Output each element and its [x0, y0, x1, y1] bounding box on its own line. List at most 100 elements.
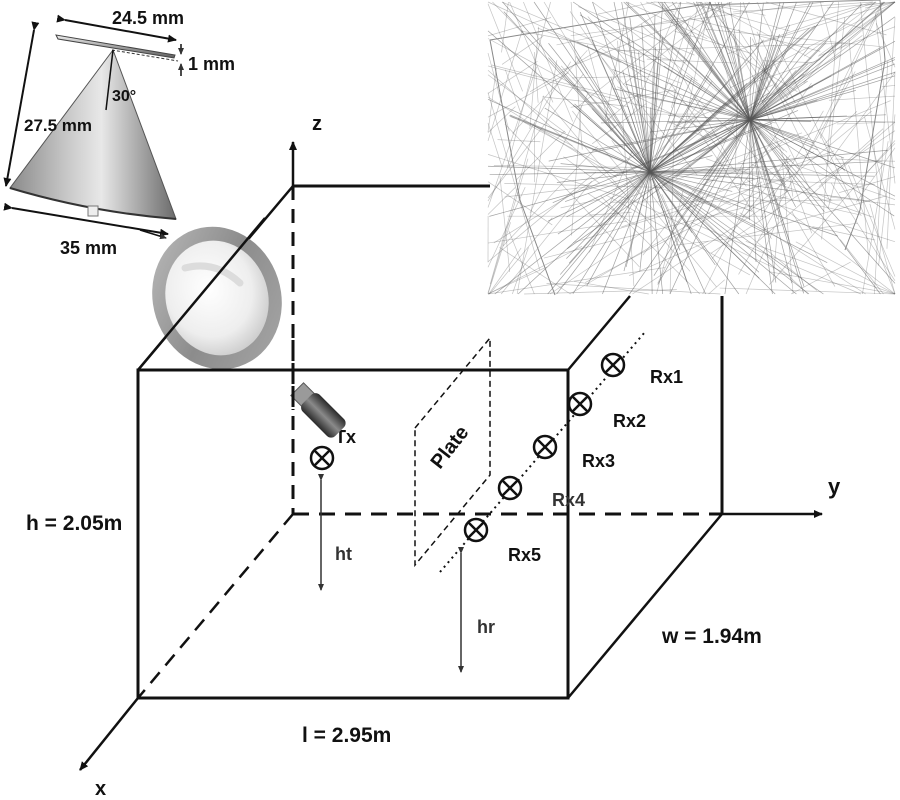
ray-path	[487, 245, 583, 295]
ray-path	[749, 119, 751, 221]
ray-path	[668, 119, 751, 124]
ray-path	[749, 1, 781, 121]
ray-path	[649, 82, 748, 173]
ray-path	[632, 1, 681, 115]
ray-path	[487, 92, 541, 271]
ray-path	[657, 119, 751, 285]
ray-path	[742, 126, 767, 188]
ray-path	[673, 84, 774, 128]
ray-path	[764, 151, 815, 172]
antenna-feed	[87, 205, 99, 217]
ray-path	[487, 165, 651, 173]
ray-path	[765, 1, 887, 36]
ray-path	[749, 63, 896, 121]
ray-path	[749, 119, 793, 284]
ray-path	[649, 39, 764, 173]
ray-path	[819, 132, 846, 172]
ray-path	[828, 95, 896, 101]
ray-path	[487, 122, 503, 167]
ray-path	[585, 191, 761, 283]
ray-path	[693, 1, 751, 121]
ray-path	[489, 171, 651, 175]
ray-path	[533, 1, 651, 173]
ray-path	[783, 67, 811, 102]
ray-path	[702, 167, 745, 185]
ray-path	[669, 89, 676, 295]
ray-path	[623, 58, 753, 188]
ray-path	[669, 82, 747, 187]
ray-path	[749, 60, 769, 121]
ray-path	[737, 100, 891, 164]
ray-path	[586, 44, 612, 133]
ray-path	[834, 158, 896, 162]
ray-path	[602, 57, 698, 176]
receiver-label: Rx1	[650, 367, 683, 387]
ray-path	[604, 1, 630, 121]
ray-path	[556, 15, 692, 46]
ray-path	[487, 65, 676, 116]
ray-path	[720, 49, 738, 114]
ray-path	[720, 1, 751, 121]
ray-path	[759, 110, 824, 219]
magnifying-glass-icon	[137, 217, 346, 438]
ray-path	[629, 119, 751, 295]
ray-path	[749, 119, 778, 220]
ray-path	[548, 171, 651, 222]
ray-path	[649, 171, 688, 283]
ray-path	[557, 171, 651, 235]
ray-path	[649, 171, 797, 295]
receiver-rx2: Rx2	[567, 391, 646, 431]
ray-path	[839, 176, 896, 193]
ray-path	[625, 83, 751, 121]
ray-path	[823, 111, 858, 145]
ray-path	[710, 130, 896, 254]
ray-path	[601, 48, 711, 121]
ray-path	[523, 122, 619, 174]
z-axis-label: z	[312, 113, 322, 135]
ray-path	[859, 1, 880, 197]
ray-path	[546, 283, 721, 295]
ray-path	[714, 175, 785, 181]
ray-path	[587, 16, 628, 63]
ray-path	[749, 1, 896, 121]
receiver-label: Rx3	[582, 451, 615, 471]
ray-path	[487, 266, 547, 295]
receiver-marker-icon	[497, 475, 523, 501]
ray-path	[827, 167, 840, 209]
ray-path	[564, 171, 651, 202]
ray-path	[487, 73, 584, 199]
ray-path	[605, 93, 639, 122]
ray-path	[517, 171, 651, 295]
ray-path	[544, 98, 691, 272]
ray-path	[761, 1, 896, 102]
ray-path	[693, 94, 785, 186]
ray-path	[696, 1, 751, 121]
ray-path	[675, 119, 751, 218]
ray-path	[737, 29, 862, 216]
ray-path	[749, 34, 780, 121]
ray-path	[487, 69, 624, 193]
ray-path	[588, 212, 632, 216]
ray-path	[501, 1, 645, 63]
ray-path	[640, 21, 690, 163]
ray-path	[534, 126, 573, 147]
ray-path	[864, 116, 896, 230]
ray-path	[772, 183, 782, 283]
ray-path	[709, 1, 751, 121]
ray-path	[749, 1, 811, 121]
ray-path	[724, 119, 751, 295]
room-length-label: l = 2.95m	[302, 724, 391, 747]
x-axis-label: x	[95, 778, 106, 800]
receiver-marker-icon	[532, 434, 558, 460]
ray-path	[579, 14, 751, 121]
ray-path	[742, 1, 770, 86]
ray-path	[821, 1, 840, 240]
plate-label: Plate	[427, 422, 474, 473]
ray-path	[875, 23, 896, 68]
ray-path	[686, 1, 790, 32]
axes: z y x	[79, 113, 841, 800]
base-diameter-label: 35 mm	[60, 238, 117, 258]
ray-path	[749, 42, 827, 121]
ray-path	[669, 119, 751, 295]
ray-path	[500, 180, 593, 295]
